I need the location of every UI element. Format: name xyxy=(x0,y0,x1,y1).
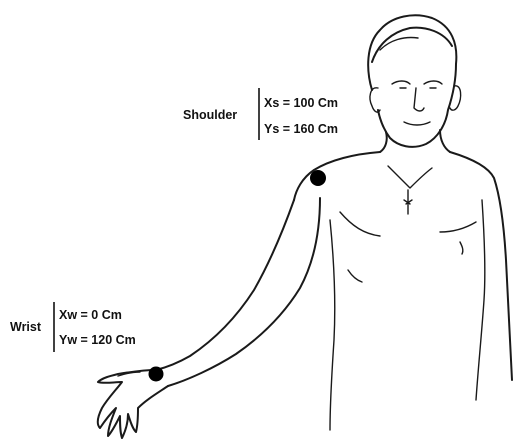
shoulder-y-value: Ys = 160 Cm xyxy=(264,122,338,136)
wrist-y-value: Yw = 120 Cm xyxy=(59,333,136,347)
arm-lower-edge xyxy=(168,198,320,386)
neck-right xyxy=(440,130,450,152)
shoulder-marker xyxy=(310,170,326,186)
left-ear xyxy=(370,88,380,112)
torso-left-edge xyxy=(330,220,335,430)
wrist-x-value: Xw = 0 Cm xyxy=(59,308,122,322)
mouth xyxy=(404,122,430,125)
shoulder-x-value: Xs = 100 Cm xyxy=(264,96,338,110)
pec-line xyxy=(340,212,476,236)
shoulder-callout: Shoulder Xs = 100 Cm Ys = 160 Cm xyxy=(183,88,338,140)
neck-left xyxy=(380,132,387,152)
chest-detail xyxy=(388,166,432,188)
arm-upper-edge xyxy=(156,200,294,370)
wrist-callout: Wrist Xw = 0 Cm Yw = 120 Cm xyxy=(10,302,136,352)
hair-outline xyxy=(372,28,452,62)
left-shoulder xyxy=(294,152,380,200)
eyes xyxy=(392,81,442,84)
wrist-label: Wrist xyxy=(10,320,42,334)
wrist-marker xyxy=(149,367,164,382)
nose xyxy=(414,88,424,111)
shoulder-label: Shoulder xyxy=(183,108,237,122)
